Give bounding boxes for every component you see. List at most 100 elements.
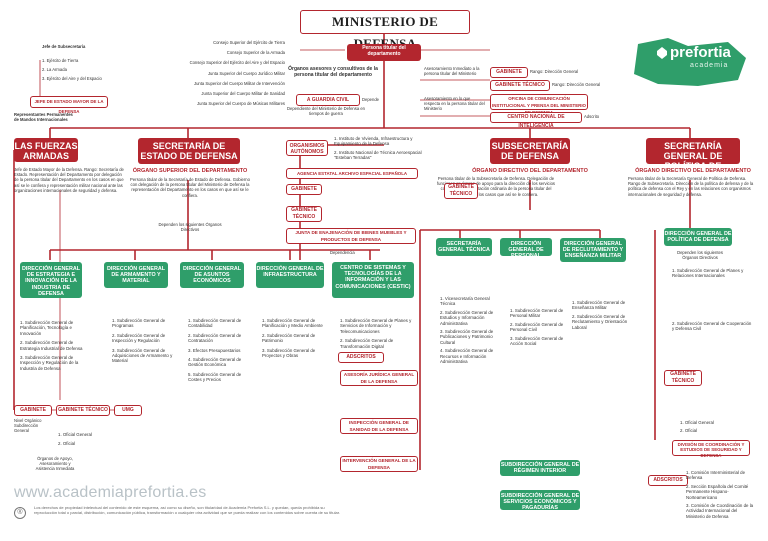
dg1-list: 1. Subdirección General de Planificación… (20, 320, 90, 371)
organos-asesores-label: Órganos asesores y consultivos de la per… (288, 66, 378, 78)
asesoria-juridica-box: ASESORÍA JURÍDICA GENERAL DE LA DEFENSA (340, 370, 418, 386)
asesor-label: Asesoramiento Inmediato a la persona tit… (424, 66, 480, 77)
ejercito-item: 1. Ejército de Tierra (42, 58, 79, 63)
list-item: 5. Subdirección General de Costes y Prec… (188, 371, 242, 383)
dg-armamento-box: DIRECCIÓN GENERAL DE ARMAMENTO Y MATERIA… (104, 262, 168, 288)
secedef-gabinete-tecnico-box: GABINETE TÉCNICO (56, 405, 110, 416)
asesoramiento-label: Asesoramiento en lo que respecta en la p… (424, 96, 485, 112)
centro-inteligencia-box: CENTRO NACIONAL DE INTELIGENCIA (490, 112, 582, 129)
junta-enajenacion-box: JUNTA DE ENAJENACIÓN DE BIENES MUEBLES Y… (286, 228, 416, 244)
list-item: 2. Subdirección General de Contratación (188, 332, 242, 344)
list-item: 3. Comisión de Coordinación de la Activi… (686, 503, 754, 519)
consejo-item: Consejo Superior del Ejército del Aire y… (189, 60, 285, 66)
list-item: 3. Subdirección General de Adquisiciones… (112, 347, 173, 364)
footer-url[interactable]: www.academiaprefortia.es (14, 484, 207, 501)
inspeccion-sanidad-box: INSPECCIÓN GENERAL DE SANIDAD DE LA DEFE… (340, 418, 418, 434)
dgp-list: 1. Subdirección General de Personal Mili… (510, 308, 566, 346)
list-item: 1. Subdirección General de Planificación… (20, 320, 74, 336)
dg5-list: 1. Subdirección General de Planes y Serv… (340, 318, 416, 349)
dg-personal-box: DIRECCIÓN GENERAL DE PERSONAL (500, 238, 552, 259)
list-item: 3. Subdirección General de Acción Social (510, 335, 564, 347)
subdef-gabinete-tecnico-box: GABINETE TÉCNICO (444, 183, 478, 199)
subdef-text: Persona titular de la Subsecretaría de D… (436, 176, 556, 197)
list-item: 1. Vicesecretaría General Técnica (440, 296, 490, 307)
sgpd-gabinete-tecnico-box: GABINETE TÉCNICO (664, 370, 702, 386)
secedef-umg-box: UMG (114, 405, 142, 416)
list-item: 1. Subdirección General de Enseñanza Mil… (572, 300, 626, 311)
sgpd-text: Persona titular de la Secretaría General… (628, 176, 754, 197)
secedef-organos-apoyo: Órganos de Apoyo, Asesoramiento y Asiste… (35, 456, 75, 472)
left-ejercitos-list: 1. Ejército de Tierra 2. La Armada 3. Ej… (42, 58, 102, 82)
sgpd-adscritos-box: ADSCRITOS (648, 475, 688, 486)
brand-name: prefortia (670, 44, 731, 61)
list-item: 4. Subdirección General de Gestión Econó… (188, 357, 242, 368)
list-item: 2. Subdirección General de Transformació… (340, 338, 394, 349)
gabinete-top-rango: Rango: Dirección General (530, 69, 579, 74)
list-item: 3. Efectos Presupuestarios (188, 347, 241, 353)
sgpd-dependen: Dependen los siguientes Órganos Directiv… (677, 250, 723, 261)
consejos-list: Consejo Superior del Ejército de Tierra … (150, 40, 285, 106)
secedef-box: SECRETARÍA DE ESTADO DE DEFENSA (138, 138, 240, 164)
sgpd-box: SECRETARÍA GENERAL DE POLÍTICA DE DEFENS… (646, 138, 740, 181)
sgpd-adscritos-list: 1. Comisión Interministerial de Defensa … (686, 470, 756, 519)
consejo-item: Consejo Superior de la Armada (226, 50, 285, 56)
list-item: 3. Subdirección General de Proyectos y O… (262, 347, 316, 359)
ejercito-item: 2. La Armada (42, 67, 67, 73)
autonomos-gabinete-box: GABINETE (286, 184, 322, 195)
secedef-dependen: Dependen los siguientes Órganos Directiv… (158, 222, 222, 233)
dg3-list: 1. Subdirección General de Contabilidad … (188, 318, 252, 383)
list-item: 1. Comisión Interministerial de Defensa (686, 470, 746, 481)
list-item: 1. Subdirección General de Personal Mili… (510, 308, 564, 319)
dependencia-label: Dependencia (330, 250, 355, 255)
brand-sub: academia (690, 62, 729, 69)
dg-estrategia-box: DIRECCIÓN GENERAL DE ESTRATEGIA E INNOVA… (20, 262, 82, 298)
ejercito-item: 3. Ejército del Aire y del Espacio (42, 76, 102, 82)
list-item: 2. Sección Española del Comité Permanent… (686, 483, 749, 500)
list-item: 2. Subdirección General de Personal Civi… (510, 321, 564, 333)
list-item: 2. Subdirección General de Cooperación y… (672, 320, 752, 332)
dg-asuntos-economicos-box: DIRECCIÓN GENERAL DE ASUNTOS ECONÓMICOS (180, 262, 244, 288)
adscrito-label: Adscrito (584, 114, 600, 119)
dg-politica-defensa-box: DIRECCIÓN GENERAL DE POLÍTICA DE DEFENSA (664, 228, 732, 246)
sgt-list: 1. Vicesecretaría General Técnica 2. Sub… (440, 296, 504, 364)
fuerzas-armadas-box: LAS FUERZAS ARMADAS (14, 138, 78, 162)
list-item: 2. Instituto Nacional de Técnica Aeroesp… (334, 149, 422, 161)
representantes-label: Representantes Permanentes de Mandos Int… (14, 112, 73, 123)
secedef-gt-list: 1. Oficial General 2. Oficial (58, 432, 92, 447)
secedef-organo: ÓRGANO SUPERIOR DEL DEPARTAMENTO (132, 168, 248, 174)
sgt-box: SECRETARÍA GENERAL TÉCNICA (436, 238, 492, 256)
subdef-adscritos-box: ADSCRITOS (338, 352, 384, 363)
list-item: 2. Oficial (680, 428, 698, 434)
sgpd-gt-list: 1. Oficial General 2. Oficial (680, 420, 714, 434)
jefe-subsecretaria-label: Jefe de Subsecretaría (42, 44, 86, 49)
list-item: 1. Oficial General (58, 432, 92, 437)
fuerzas-armadas-text: Jefe de Estado Mayor de la Defensa. Rang… (14, 167, 124, 193)
division-coordinacion-box: DIVISIÓN DE COORDINACIÓN Y ESTUDIOS DE S… (672, 440, 750, 458)
subdef-organo: ÓRGANO DIRECTIVO DEL DEPARTAMENTO (472, 168, 588, 174)
dg-reclutamiento-box: DIRECCIÓN GENERAL DE RECLUTAMIENTO Y ENS… (560, 238, 626, 262)
consejo-item: Junta Superior del Cuerpo de Músicas Mil… (197, 101, 285, 107)
list-item: 1. Oficial General (680, 420, 714, 425)
dg2-list: 1. Subdirección General de Programas 2. … (112, 318, 178, 364)
dg-infraestructura-box: DIRECCIÓN GENERAL DE INFRAESTRUCTURA (256, 262, 324, 288)
secedef-gabinete-note: Nivel Orgánico Subdirección General (14, 418, 42, 434)
list-item: 1. Subdirección General de Planes y Rela… (672, 268, 744, 279)
list-item: 1. Subdirección General de Planificación… (262, 318, 323, 329)
list-item: 1. Subdirección General de Planes y Serv… (340, 318, 412, 334)
autonomos-list: 1. Instituto de Vivienda, Infraestructur… (334, 136, 426, 161)
depende-label: Depende (362, 97, 379, 102)
autonomos-gabinete-tecnico-box: GABINETE TÉCNICO (286, 206, 322, 222)
persona-titular-box: Persona titular del departamento (347, 44, 421, 61)
jemad-box: JEFE DE ESTADO MAYOR DE LA DEFENSA (30, 96, 108, 114)
list-item: 1. Instituto de Vivienda, Infraestructur… (334, 136, 413, 147)
list-item: 3. Subdirección General de Publicaciones… (440, 329, 494, 345)
list-item: 1. Subdirección General de Contabilidad (188, 318, 242, 329)
consejo-item: Junta Superior del Cuerpo Jurídico Milit… (207, 70, 285, 76)
list-item: 2. Subdirección General de Patrimonio (262, 332, 316, 344)
guardia-civil-note: Dependiente del Ministerio de Defensa en… (287, 106, 365, 117)
consejo-item: Consejo Superior del Ejército de Tierra (213, 40, 285, 45)
intervencion-general-box: INTERVENCIÓN GENERAL DE LA DEFENSA (340, 456, 418, 472)
list-item: 1. Subdirección General de Programas (112, 318, 166, 329)
dg4-list: 1. Subdirección General de Planificación… (262, 318, 328, 358)
